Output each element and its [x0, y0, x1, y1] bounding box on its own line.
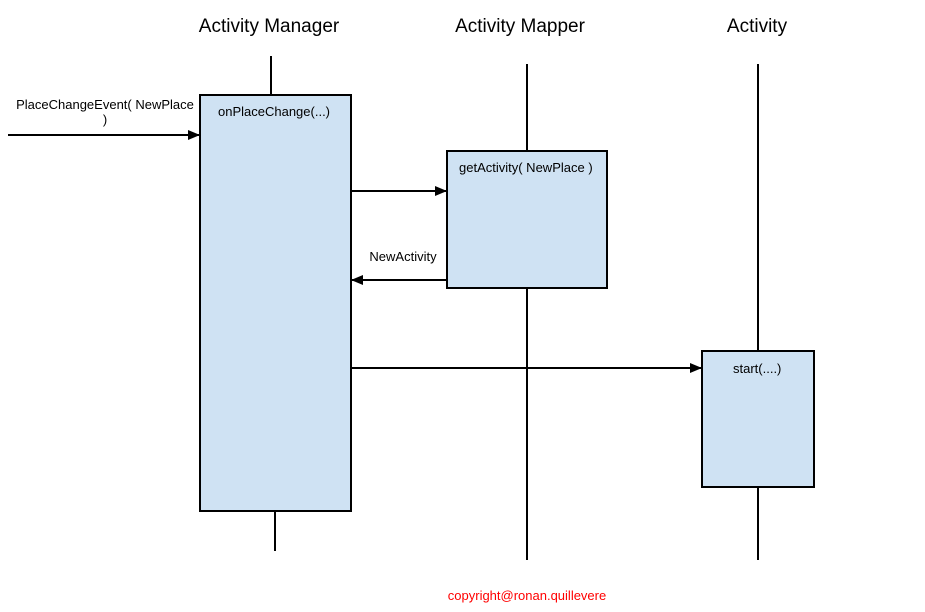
- lane-title-activity: Activity: [726, 16, 788, 37]
- activation-box-activity: [701, 350, 815, 488]
- message-label-line-1: PlaceChangeEvent( NewPlace: [16, 97, 194, 112]
- copyright-notice: copyright@ronan.quillevere: [447, 588, 607, 603]
- message-label-place-change-event: PlaceChangeEvent( NewPlace ): [10, 97, 200, 127]
- box-label-on-place-change: onPlaceChange(...): [218, 104, 331, 119]
- box-label-start: start(....): [733, 361, 782, 376]
- message-label-line-2: ): [102, 112, 108, 127]
- message-label-new-activity: NewActivity: [369, 249, 437, 264]
- activation-box-mapper: [446, 150, 608, 289]
- box-label-get-activity: getActivity( NewPlace ): [459, 160, 593, 175]
- lane-title-activity-mapper: Activity Mapper: [455, 16, 585, 37]
- activation-box-manager: [199, 94, 352, 512]
- lane-title-activity-manager: Activity Manager: [198, 16, 340, 37]
